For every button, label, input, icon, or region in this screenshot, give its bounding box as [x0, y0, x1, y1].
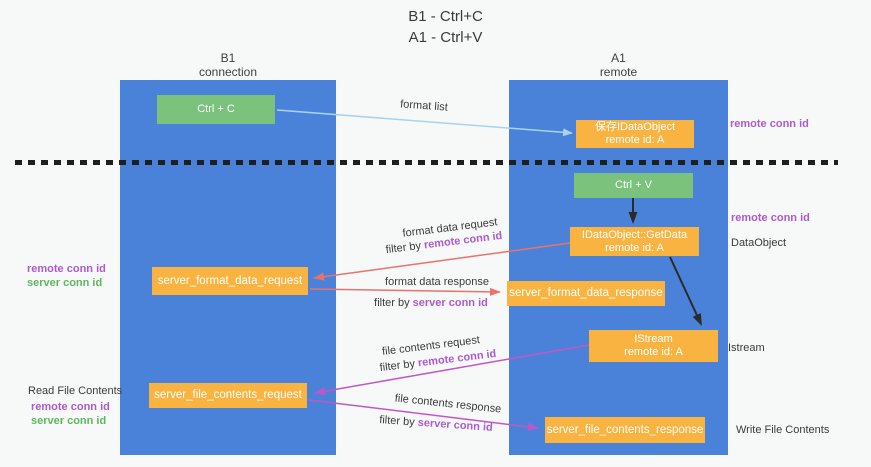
lifeline-a1-name: A1	[611, 51, 626, 65]
getdata-node: IDataObject::GetData remote id: A	[570, 227, 699, 256]
server-file-contents-response-node: server_file_contents_response	[545, 417, 705, 443]
server-conn-id-text: server conn id	[412, 297, 488, 309]
istream-annotation: Istream	[728, 342, 765, 354]
server-format-data-request-node: server_format_data_request	[152, 267, 308, 295]
title-line-2: A1 - Ctrl+V	[408, 29, 483, 46]
lifeline-b1-name: B1	[220, 51, 236, 65]
server-conn-id-annotation-bottom: server conn id	[31, 415, 107, 427]
ctrl-v-label: Ctrl + V	[615, 179, 652, 191]
file-response-filter-label: filter by server conn id	[379, 414, 493, 434]
b1-conn-ids-annotation: remote conn id server conn id	[27, 262, 106, 290]
server-format-data-response-node: server_format_data_response	[507, 281, 665, 306]
filter-by-text: filter by	[385, 239, 425, 257]
format-data-response-arrow	[309, 287, 501, 296]
format-list-label: format list	[399, 98, 449, 114]
format-data-response-label: format data response	[385, 276, 489, 288]
b1-conn-ids-annotation-bottom: remote conn id server conn id	[31, 400, 110, 428]
ctrl-c-node: Ctrl + C	[157, 95, 275, 124]
server-format-data-request-label: server_format_data_request	[157, 274, 303, 287]
format-response-filter-label: filter by server conn id	[374, 297, 488, 309]
filter-by-text: filter by	[378, 414, 419, 429]
server-file-contents-response-label: server_file_contents_response	[546, 423, 704, 436]
filter-by-text: filter by	[379, 357, 419, 375]
machine-boundary-divider	[15, 160, 838, 165]
istream-line1: IStream	[634, 333, 673, 345]
lifeline-b1-role: connection	[198, 65, 258, 79]
remote-conn-id-annotation-top: remote conn id	[730, 118, 809, 130]
ctrl-v-node: Ctrl + V	[574, 173, 693, 198]
read-file-contents-annotation: Read File Contents	[28, 385, 123, 397]
server-file-contents-request-node: server_file_contents_request	[149, 383, 307, 408]
server-conn-id-text: server conn id	[417, 416, 494, 434]
ctrl-c-label: Ctrl + C	[197, 103, 235, 115]
filter-by-text: filter by	[374, 297, 413, 309]
dataobject-annotation: DataObject	[731, 237, 787, 249]
istream-line2: remote id: A	[624, 346, 683, 358]
lifeline-header-b1: B1 connection	[120, 51, 336, 79]
remote-conn-id-annotation-left: remote conn id	[27, 263, 106, 275]
save-idataobject-node: 保存IDataObject remote id: A	[576, 120, 694, 148]
file-contents-response-label: file contents response	[394, 392, 502, 416]
server-conn-id-annotation-left: server conn id	[27, 277, 103, 289]
lifeline-a1-role: remote	[599, 65, 638, 79]
diagram-title: B1 - Ctrl+C A1 - Ctrl+V	[0, 6, 871, 48]
remote-conn-id-annotation-mid: remote conn id	[731, 212, 810, 224]
server-file-contents-request-label: server_file_contents_request	[154, 389, 302, 401]
getdata-line2: remote id: A	[605, 241, 664, 254]
lifeline-header-a1: A1 remote	[509, 51, 728, 79]
istream-node: IStream remote id: A	[589, 330, 718, 362]
title-line-1: B1 - Ctrl+C	[408, 8, 483, 25]
server-format-data-response-label: server_format_data_response	[509, 287, 663, 299]
getdata-line1: IDataObject::GetData	[581, 228, 688, 241]
save-idataobject-line2: remote id: A	[605, 134, 665, 146]
write-file-contents-annotation: Write File Contents	[736, 424, 830, 436]
save-idataobject-line1: 保存IDataObject	[594, 121, 676, 133]
remote-conn-id-annotation-bottom: remote conn id	[31, 401, 110, 413]
